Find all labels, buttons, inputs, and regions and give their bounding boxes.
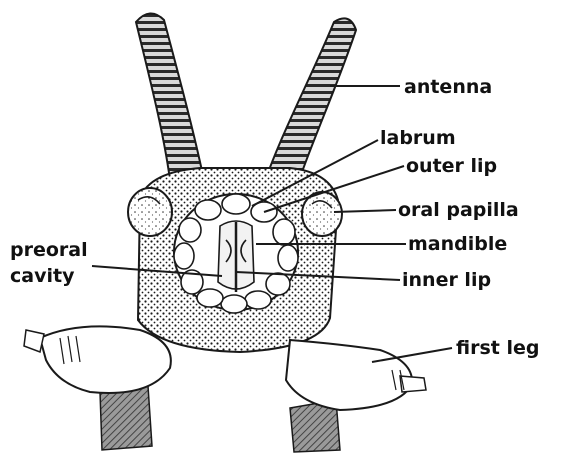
label-labrum: labrum (380, 127, 456, 149)
label-oral-papilla: oral papilla (398, 199, 519, 221)
oral-papilla-right (302, 192, 342, 236)
label-cavity: cavity (10, 265, 75, 287)
first-leg-right (286, 340, 426, 410)
lower-leg-left (100, 386, 152, 450)
oral-papilla-left (128, 188, 172, 236)
label-preoral: preoral (10, 239, 88, 261)
first-leg-left (24, 326, 171, 393)
label-first-leg: first leg (456, 337, 539, 359)
label-mandible: mandible (408, 233, 507, 255)
label-outer-lip: outer lip (406, 155, 497, 177)
label-antenna: antenna (404, 76, 492, 98)
leader-oral-papilla (334, 210, 396, 212)
label-inner-lip: inner lip (402, 269, 491, 291)
